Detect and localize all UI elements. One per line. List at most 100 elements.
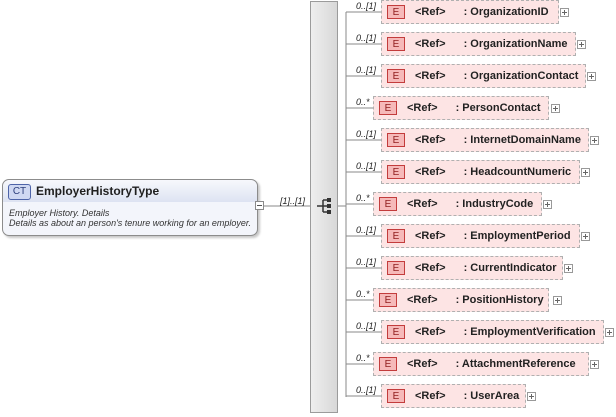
expand-icon[interactable] xyxy=(605,328,614,337)
complex-type-badge: CT xyxy=(8,184,31,200)
expand-icon[interactable] xyxy=(527,392,536,401)
element-badge: E xyxy=(387,69,405,83)
complex-type-name: EmployerHistoryType xyxy=(36,184,160,198)
doc-line-2: Details as about an person's tenure work… xyxy=(9,218,252,228)
element-name: : OrganizationName xyxy=(463,38,568,50)
sequence-compositor[interactable] xyxy=(310,1,338,413)
expand-icon[interactable] xyxy=(551,104,560,113)
element-label: <Ref> : OrganizationID xyxy=(415,6,549,18)
element-label: <Ref> : PositionHistory xyxy=(407,294,544,306)
element-ref: <Ref> xyxy=(415,390,446,402)
expand-icon[interactable] xyxy=(590,136,599,145)
element-occurrence: 0..[1] xyxy=(356,1,377,11)
expand-icon[interactable] xyxy=(560,8,569,17)
element-badge: E xyxy=(387,37,405,51)
element-name: : AttachmentReference xyxy=(455,358,576,370)
expand-icon[interactable] xyxy=(581,232,590,241)
element-box[interactable]: E <Ref> : PositionHistory xyxy=(373,288,549,312)
element-occurrence: 0..* xyxy=(356,353,370,363)
element-ref: <Ref> xyxy=(415,134,446,146)
element-occurrence: 0..* xyxy=(356,289,370,299)
element-ref: <Ref> xyxy=(407,102,438,114)
expand-icon[interactable] xyxy=(581,168,590,177)
element-label: <Ref> : OrganizationName xyxy=(415,38,567,50)
element-occurrence: 0..[1] xyxy=(356,225,377,235)
element-label: <Ref> : PersonContact xyxy=(407,102,541,114)
element-badge: E xyxy=(387,133,405,147)
element-box[interactable]: E <Ref> : UserArea xyxy=(381,384,526,408)
element-name: : InternetDomainName xyxy=(463,134,581,146)
element-ref: <Ref> xyxy=(415,6,446,18)
element-box[interactable]: E <Ref> : AttachmentReference xyxy=(373,352,589,376)
element-occurrence: 0..[1] xyxy=(356,33,377,43)
expand-icon[interactable] xyxy=(564,264,573,273)
element-badge: E xyxy=(387,165,405,179)
element-ref: <Ref> xyxy=(415,326,446,338)
element-name: : PositionHistory xyxy=(455,294,544,306)
complex-type-header: CT EmployerHistoryType xyxy=(3,180,257,202)
element-box[interactable]: E <Ref> : OrganizationContact xyxy=(381,64,586,88)
element-name: : UserArea xyxy=(463,390,520,402)
element-occurrence: 0..[1] xyxy=(356,65,377,75)
expand-icon[interactable] xyxy=(590,360,599,369)
element-name: : HeadcountNumeric xyxy=(463,166,572,178)
element-occurrence: 0..* xyxy=(356,97,370,107)
complex-type-box[interactable]: CT EmployerHistoryType Employer History.… xyxy=(2,179,258,236)
element-ref: <Ref> xyxy=(407,294,438,306)
element-box[interactable]: E <Ref> : InternetDomainName xyxy=(381,128,589,152)
element-badge: E xyxy=(387,261,405,275)
sequence-occurrence: [1]..[1] xyxy=(280,196,306,206)
complex-type-documentation: Employer History. Details Details as abo… xyxy=(9,208,251,228)
element-badge: E xyxy=(387,325,405,339)
element-name: : EmploymentPeriod xyxy=(463,230,571,242)
element-ref: <Ref> xyxy=(415,166,446,178)
collapse-icon[interactable] xyxy=(255,201,264,210)
element-name: : IndustryCode xyxy=(455,198,534,210)
element-occurrence: 0..[1] xyxy=(356,257,377,267)
element-label: <Ref> : EmploymentVerification xyxy=(415,326,596,338)
element-name: : CurrentIndicator xyxy=(463,262,557,274)
expand-icon[interactable] xyxy=(543,200,552,209)
element-name: : EmploymentVerification xyxy=(463,326,596,338)
expand-icon[interactable] xyxy=(587,72,596,81)
element-ref: <Ref> xyxy=(415,230,446,242)
element-ref: <Ref> xyxy=(415,70,446,82)
element-box[interactable]: E<Ref>: EmploymentPeriod xyxy=(381,224,580,248)
element-occurrence: 0..[1] xyxy=(356,161,377,171)
element-ref: <Ref> xyxy=(415,38,446,50)
element-badge: E xyxy=(379,357,397,371)
element-box[interactable]: E <Ref> : IndustryCode xyxy=(373,192,542,216)
element-label: <Ref> : AttachmentReference xyxy=(407,358,576,370)
element-label: <Ref> : HeadcountNumeric xyxy=(415,166,571,178)
element-box[interactable]: E<Ref>: PersonContact xyxy=(373,96,549,120)
element-box[interactable]: E <Ref> : HeadcountNumeric xyxy=(381,160,580,184)
element-label: <Ref> : InternetDomainName xyxy=(415,134,581,146)
element-occurrence: 0..[1] xyxy=(356,129,377,139)
doc-line-1: Employer History. Details xyxy=(9,208,110,218)
element-occurrence: 0..[1] xyxy=(356,321,377,331)
element-ref: <Ref> xyxy=(407,198,438,210)
expand-icon[interactable] xyxy=(577,40,586,49)
sequence-icon xyxy=(317,198,331,214)
element-ref: <Ref> xyxy=(407,358,438,370)
element-badge: E xyxy=(379,197,397,211)
element-box[interactable]: E <Ref>: CurrentIndicator xyxy=(381,256,563,280)
element-badge: E xyxy=(387,389,405,403)
element-name: : OrganizationID xyxy=(463,6,549,18)
element-occurrence: 0..* xyxy=(356,193,370,203)
element-label: <Ref>: CurrentIndicator xyxy=(415,262,556,274)
element-box[interactable]: E <Ref> : OrganizationName xyxy=(381,32,576,56)
element-box[interactable]: E <Ref> : OrganizationID xyxy=(381,0,559,24)
element-label: <Ref> : EmploymentPeriod xyxy=(415,230,571,242)
element-occurrence: 0..[1] xyxy=(356,385,377,395)
expand-icon[interactable] xyxy=(553,296,562,305)
element-label: <Ref> : OrganizationContact xyxy=(415,70,578,82)
element-name: : PersonContact xyxy=(455,102,541,114)
element-label: <Ref> : IndustryCode xyxy=(407,198,533,210)
element-badge: E xyxy=(387,5,405,19)
element-badge: E xyxy=(379,293,397,307)
element-name: : OrganizationContact xyxy=(463,70,579,82)
element-box[interactable]: E <Ref> : EmploymentVerification xyxy=(381,320,604,344)
